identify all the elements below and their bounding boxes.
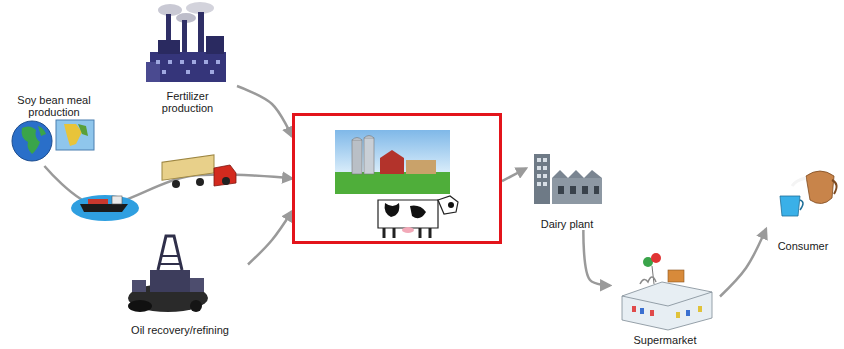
oil-rig-icon (128, 236, 208, 312)
farm-box (292, 113, 502, 244)
stage-node: Soy bean meal production (6, 94, 102, 166)
stage-label: Consumer (776, 240, 831, 252)
farm-scene (295, 116, 499, 241)
stage-label: Fertilizer production (138, 90, 237, 114)
flow-arrow (583, 230, 610, 286)
truck-icon (162, 155, 236, 188)
stage-label: Dairy plant (539, 218, 596, 230)
flow-arrow (237, 86, 292, 137)
dairy-plant-icon (534, 154, 602, 204)
stage-node: Oil recovery/refining (112, 226, 248, 336)
globe-icon (12, 121, 52, 161)
stage-node: Consumer (766, 160, 840, 252)
map-icon (56, 120, 94, 150)
stage-label: Soy bean meal production (6, 94, 102, 118)
flow-arrow (502, 169, 526, 182)
stage-node: Dairy plant (526, 148, 608, 230)
stage-node: Fertilizer production (138, 2, 237, 114)
ship-icon (71, 195, 139, 221)
flow-arrow (248, 211, 292, 264)
pitcher-cup-icon (780, 171, 837, 216)
flow-arrow (720, 229, 766, 297)
stage-label: Supermarket (632, 334, 699, 346)
stage-label: Oil recovery/refining (129, 324, 231, 336)
stage-node: Supermarket (610, 236, 720, 346)
factory-icon (146, 2, 226, 82)
supermarket-icon (622, 253, 712, 330)
